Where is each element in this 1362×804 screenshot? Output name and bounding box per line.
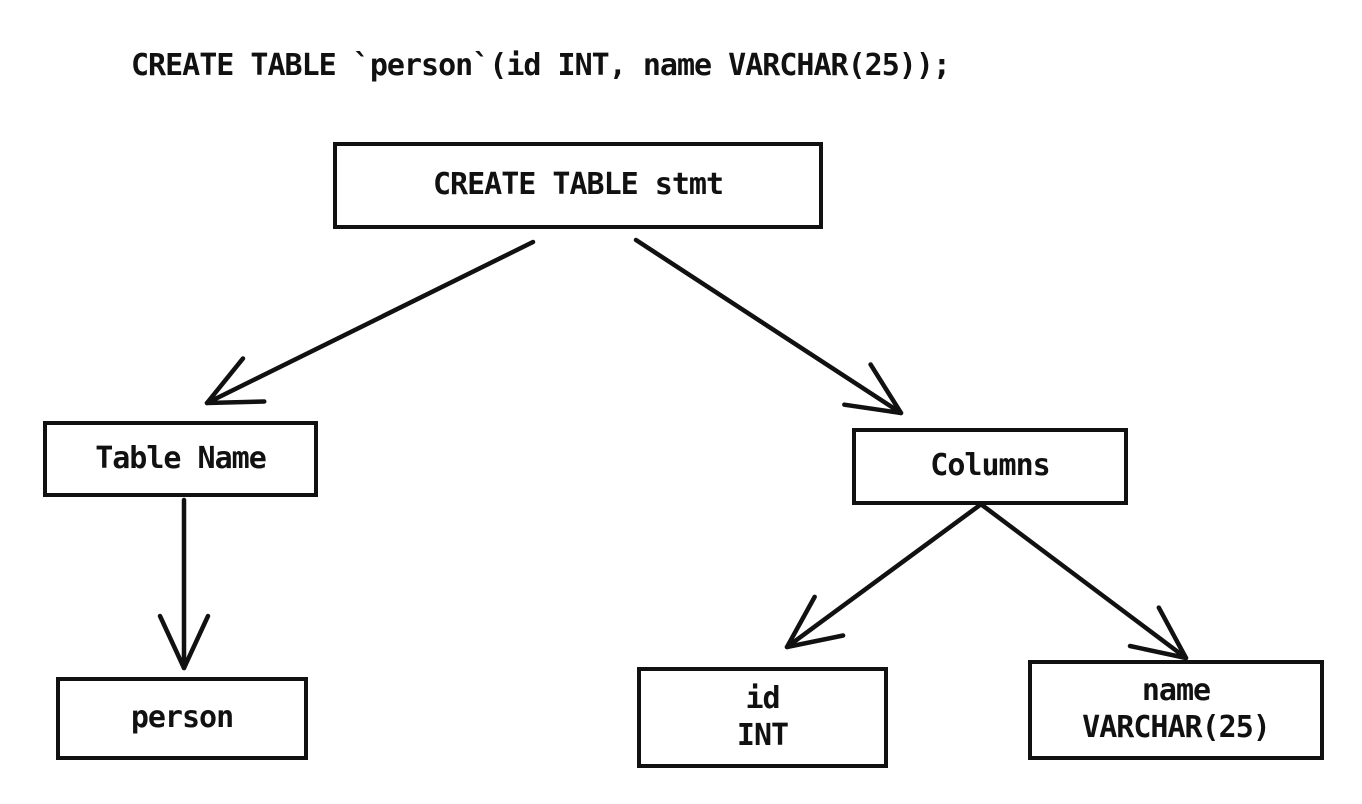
edge-columns-to-name-varchar — [979, 502, 1189, 661]
node-name-varchar-line2: VARCHAR(25) — [1082, 710, 1271, 745]
edge-root-to-columns — [633, 237, 904, 416]
node-person: person — [56, 677, 308, 760]
edge-columns-to-id-int — [784, 502, 983, 650]
node-columns-label: Columns — [930, 448, 1050, 484]
node-name-varchar: name VARCHAR(25) — [1028, 660, 1324, 760]
node-person-label: person — [130, 700, 234, 736]
node-columns: Columns — [852, 428, 1128, 505]
node-id-int: id INT — [637, 667, 888, 768]
node-id-int-line1: id — [745, 680, 780, 716]
node-create-table-stmt: CREATE TABLE stmt — [333, 142, 823, 229]
node-name-varchar-line1: name — [1141, 673, 1211, 709]
node-table-name: Table Name — [43, 421, 318, 497]
edge-root-to-table-name — [204, 239, 536, 406]
node-table-name-label: Table Name — [95, 440, 267, 476]
sql-code-line: CREATE TABLE `person`(id INT, name VARCH… — [131, 48, 951, 83]
node-create-table-stmt-label: CREATE TABLE stmt — [432, 167, 724, 203]
node-id-int-line2: INT — [736, 717, 789, 753]
